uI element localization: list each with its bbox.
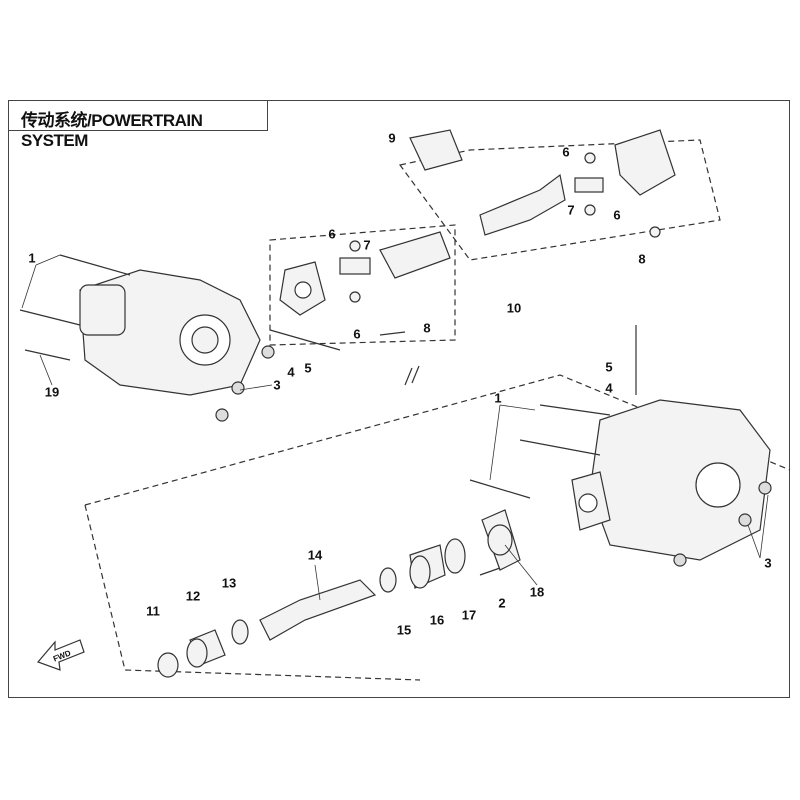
callout-6: 6 [328, 226, 336, 242]
break-symbol [404, 365, 420, 386]
callout-19: 19 [44, 384, 60, 400]
fwd-arrow-icon [36, 639, 85, 671]
callout-16: 16 [429, 612, 445, 628]
callout-3: 3 [273, 377, 281, 393]
callout-15: 15 [396, 622, 412, 638]
callout-3: 3 [764, 555, 772, 571]
callout-14: 14 [307, 547, 323, 563]
callout-9: 9 [388, 130, 396, 146]
u-joint-yoke-rear [409, 129, 676, 238]
diagram-frame [8, 100, 790, 698]
callout-6: 6 [353, 326, 361, 342]
callout-10: 10 [506, 300, 522, 316]
page-title: 传动系统/POWERTRAIN SYSTEM [21, 111, 203, 150]
callout-18: 18 [529, 584, 545, 600]
callout-1: 1 [28, 250, 36, 266]
callout-4: 4 [605, 380, 613, 396]
leader-lines [21, 254, 769, 601]
callout-13: 13 [221, 575, 237, 591]
callout-4: 4 [287, 364, 295, 380]
callout-7: 7 [363, 237, 371, 253]
group-outlines [84, 139, 791, 681]
callout-8: 8 [638, 251, 646, 267]
bolts-left [19, 254, 341, 422]
callout-5: 5 [304, 360, 312, 376]
callout-11: 11 [146, 603, 160, 619]
rear-differential-housing-right [571, 325, 771, 561]
title-box: 传动系统/POWERTRAIN SYSTEM [8, 100, 268, 150]
u-joint-yoke-front [279, 231, 451, 336]
callout-7: 7 [567, 202, 575, 218]
callout-6: 6 [562, 144, 570, 160]
callout-17: 17 [461, 607, 477, 623]
callout-2: 2 [498, 595, 506, 611]
bolts-right [469, 404, 772, 567]
rear-differential-housing-left [79, 269, 261, 396]
callout-12: 12 [185, 588, 201, 604]
callout-1: 1 [494, 390, 502, 406]
callout-6: 6 [613, 207, 621, 223]
callout-5: 5 [605, 359, 613, 375]
shaft-components [157, 509, 521, 678]
callout-8: 8 [423, 320, 431, 336]
